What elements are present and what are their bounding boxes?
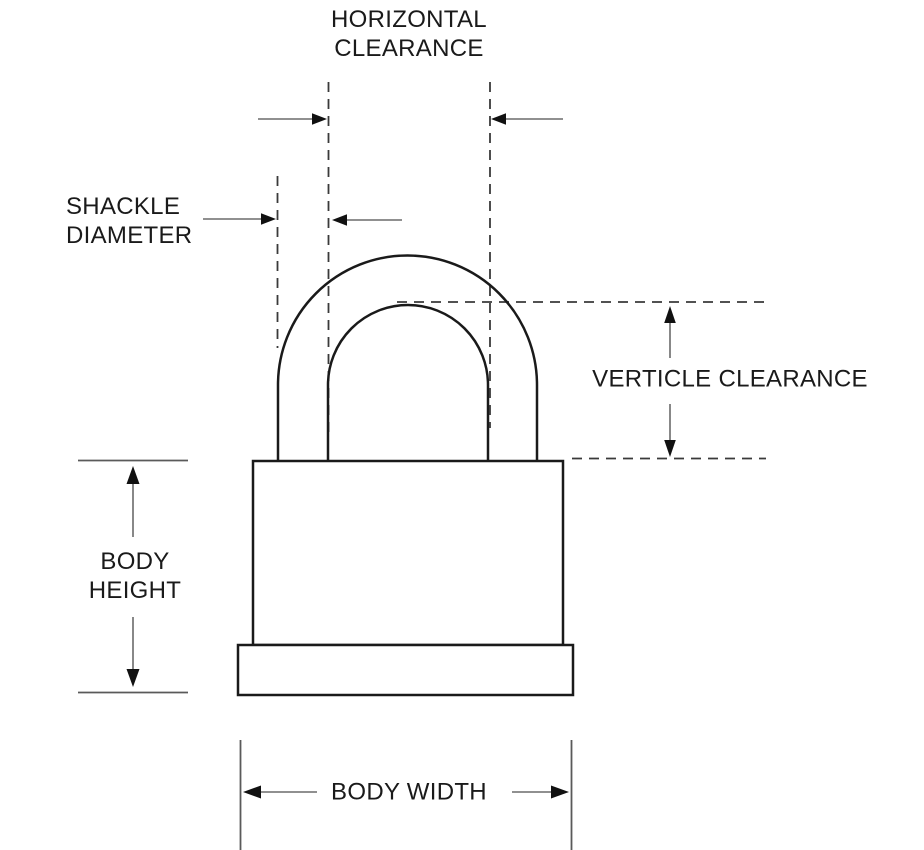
shackle-diameter-right-arrow [332,214,402,226]
body-width-left-arrow [243,785,317,799]
horizontal-clearance-left-arrow [258,113,327,125]
body-width-label: BODY WIDTH [331,778,487,806]
verticle-clearance-down-arrow [664,404,676,457]
padlock-base [236,643,575,697]
shackle-diameter-left-arrow [203,213,276,225]
shackle-outer-outline [276,254,539,461]
body-width-right-arrow [512,785,569,799]
shackle-diameter-label: SHACKLE DIAMETER [66,193,193,249]
body-height-up-arrow [126,466,140,537]
verticle-clearance-label: VERTICLE CLEARANCE [592,365,868,393]
padlock-body [251,459,565,647]
horizontal-clearance-right-arrow [491,113,563,125]
verticle-clearance-up-arrow [664,306,676,358]
shackle-inner-outline [326,303,490,461]
horizontal-clearance-label: HORIZONTAL CLEARANCE [331,6,487,62]
body-height-down-arrow [126,617,140,687]
body-height-label: BODY HEIGHT [88,548,182,604]
